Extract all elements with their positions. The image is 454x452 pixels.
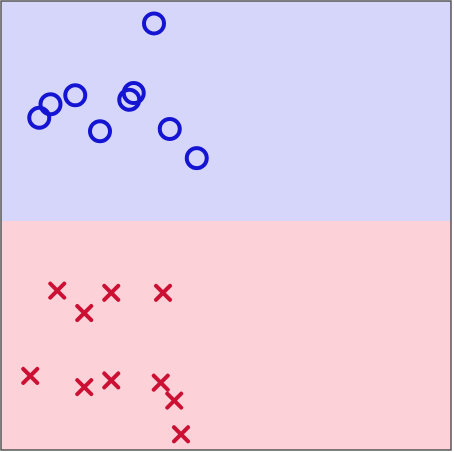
- circle-point: [63, 83, 88, 108]
- x-point: [102, 371, 121, 390]
- circle-point: [121, 81, 146, 106]
- x-point: [75, 304, 94, 323]
- x-point: [172, 425, 190, 444]
- circle-point: [184, 146, 209, 171]
- x-point: [151, 373, 170, 392]
- circle-point: [142, 11, 166, 36]
- circle-point: [38, 92, 63, 117]
- x-point: [21, 366, 40, 385]
- x-point: [154, 283, 172, 302]
- x-point: [75, 378, 94, 397]
- circle-point: [157, 116, 182, 141]
- x-point: [165, 391, 184, 410]
- lower-class-region: [1, 221, 451, 450]
- data-points: [21, 11, 209, 444]
- x-point: [48, 281, 67, 300]
- x-point: [102, 283, 121, 302]
- upper-class-region: [1, 1, 451, 222]
- circle-point: [88, 119, 112, 144]
